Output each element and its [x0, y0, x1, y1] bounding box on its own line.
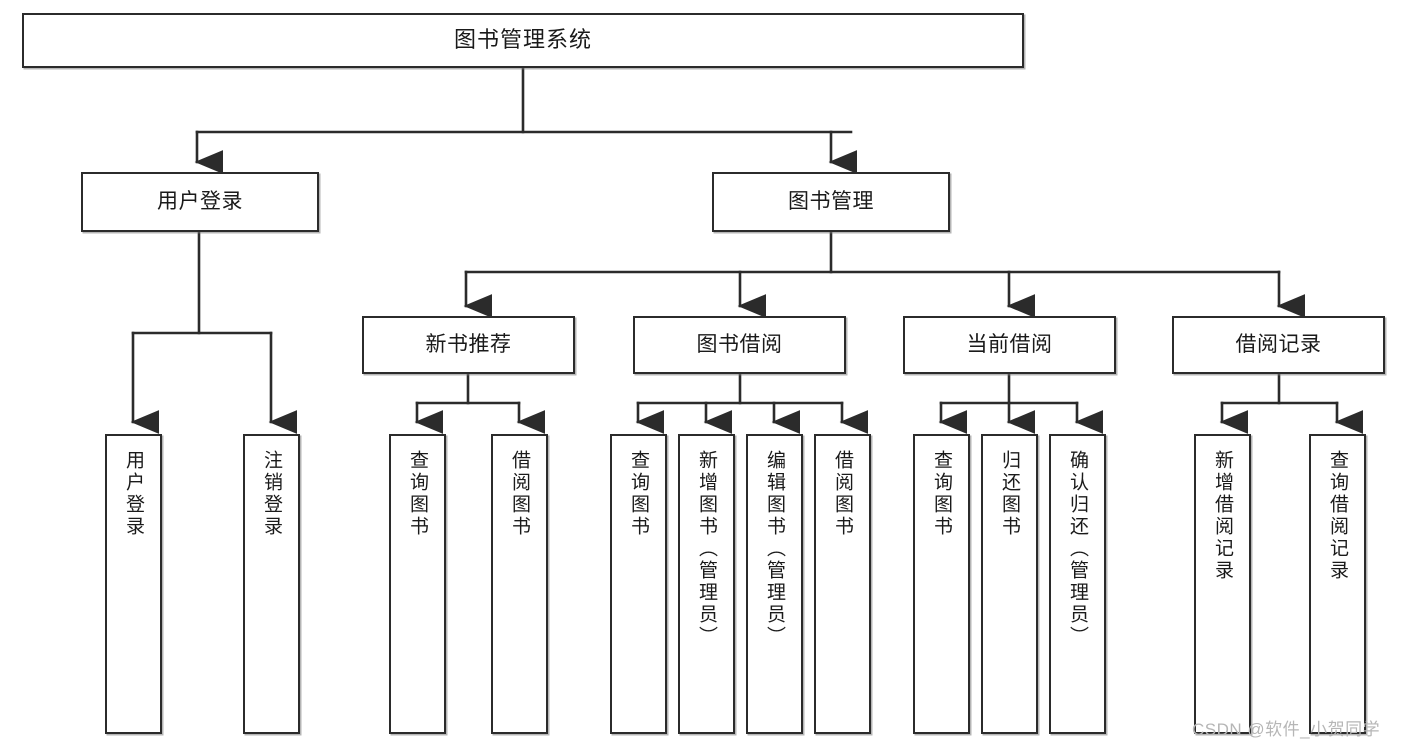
leaf-borrow-borrow-book[interactable]: 借阅图书 — [814, 434, 871, 734]
node-label: 查询图书 — [628, 450, 649, 538]
leaf-record-query-borrow-record[interactable]: 查询借阅记录 — [1309, 434, 1366, 734]
node-label: 借阅图书 — [832, 450, 853, 538]
node-new-book-recommend[interactable]: 新书推荐 — [362, 316, 575, 374]
node-label: 查询借阅记录 — [1327, 450, 1348, 582]
node-current-borrow[interactable]: 当前借阅 — [903, 316, 1116, 374]
node-label: 新书推荐 — [425, 333, 512, 357]
node-label: 注销登录 — [261, 450, 282, 538]
node-label: 借阅图书 — [509, 450, 530, 538]
leaf-user-logout[interactable]: 注销登录 — [243, 434, 300, 734]
leaf-current-return-book[interactable]: 归还图书 — [981, 434, 1038, 734]
leaf-user-login[interactable]: 用户登录 — [105, 434, 162, 734]
node-book-borrow[interactable]: 图书借阅 — [633, 316, 846, 374]
node-book-management[interactable]: 图书管理 — [712, 172, 950, 232]
node-root-system[interactable]: 图书管理系统 — [22, 13, 1024, 68]
node-borrow-record[interactable]: 借阅记录 — [1172, 316, 1385, 374]
node-label: 图书借阅 — [696, 333, 783, 357]
node-label: 新增借阅记录 — [1212, 450, 1233, 582]
leaf-current-query-book[interactable]: 查询图书 — [913, 434, 970, 734]
leaf-borrow-edit-book-admin[interactable]: 编辑图书（管理员） — [746, 434, 803, 734]
node-label: 归还图书 — [999, 450, 1020, 538]
node-user-login[interactable]: 用户登录 — [81, 172, 319, 232]
node-label: 图书管理 — [788, 190, 874, 214]
node-label: 借阅记录 — [1235, 333, 1322, 357]
node-label: 图书管理系统 — [453, 27, 592, 53]
node-label: 当前借阅 — [966, 333, 1053, 357]
node-label: 查询图书 — [931, 450, 952, 538]
node-label: 新增图书（管理员） — [696, 450, 717, 648]
watermark-text: CSDN @软件_小贺同学 — [1192, 720, 1381, 739]
node-label: 用户登录 — [123, 450, 144, 538]
leaf-borrow-add-book-admin[interactable]: 新增图书（管理员） — [678, 434, 735, 734]
leaf-recommend-query-book[interactable]: 查询图书 — [389, 434, 446, 734]
leaf-recommend-borrow-book[interactable]: 借阅图书 — [491, 434, 548, 734]
node-label: 用户登录 — [157, 190, 243, 214]
node-label: 确认归还（管理员） — [1067, 450, 1088, 648]
leaf-borrow-query-book[interactable]: 查询图书 — [610, 434, 667, 734]
leaf-record-add-borrow-record[interactable]: 新增借阅记录 — [1194, 434, 1251, 734]
node-label: 查询图书 — [407, 450, 428, 538]
node-label: 编辑图书（管理员） — [764, 450, 785, 648]
leaf-current-confirm-return-admin[interactable]: 确认归还（管理员） — [1049, 434, 1106, 734]
